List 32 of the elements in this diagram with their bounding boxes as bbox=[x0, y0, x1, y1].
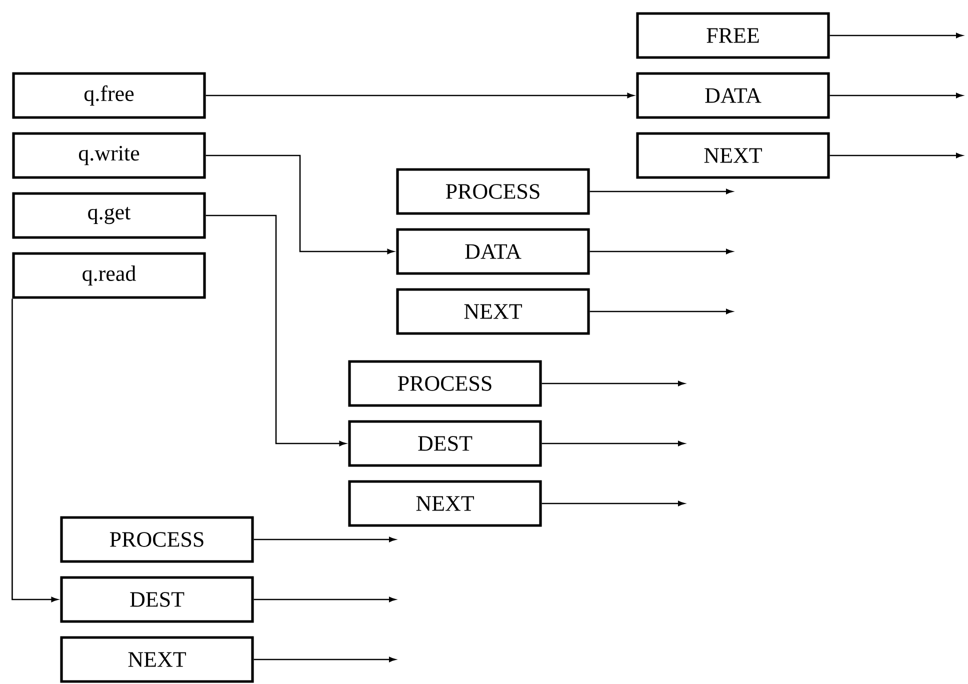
field-box: q.free bbox=[12, 72, 206, 119]
field-box: DATA bbox=[396, 228, 590, 275]
arrow bbox=[542, 440, 685, 446]
arrow bbox=[206, 92, 634, 98]
field-box: NEXT bbox=[348, 480, 542, 527]
arrow bbox=[206, 154, 394, 254]
field-box: NEXT bbox=[636, 132, 830, 179]
field-box: FREE bbox=[636, 12, 830, 59]
arrow bbox=[590, 248, 733, 254]
arrow bbox=[830, 152, 963, 158]
field-box: q.get bbox=[12, 192, 206, 239]
field-box: PROCESS bbox=[348, 360, 542, 407]
field-box: q.write bbox=[12, 132, 206, 179]
field-box: PROCESS bbox=[396, 168, 590, 215]
field-box: DEST bbox=[60, 576, 254, 623]
arrow bbox=[830, 92, 963, 98]
field-box: DEST bbox=[348, 420, 542, 467]
arrow bbox=[542, 380, 685, 386]
arrow bbox=[542, 500, 685, 506]
arrow bbox=[206, 214, 346, 446]
field-box: DATA bbox=[636, 72, 830, 119]
arrow bbox=[254, 536, 396, 542]
arrow bbox=[590, 188, 733, 194]
field-box: PROCESS bbox=[60, 516, 254, 563]
field-box: NEXT bbox=[60, 636, 254, 683]
field-box: NEXT bbox=[396, 288, 590, 335]
arrow bbox=[254, 656, 396, 662]
arrow bbox=[254, 596, 396, 602]
arrow bbox=[590, 308, 733, 314]
arrow bbox=[830, 32, 963, 38]
arrow bbox=[12, 298, 58, 602]
field-box: q.read bbox=[12, 252, 206, 299]
